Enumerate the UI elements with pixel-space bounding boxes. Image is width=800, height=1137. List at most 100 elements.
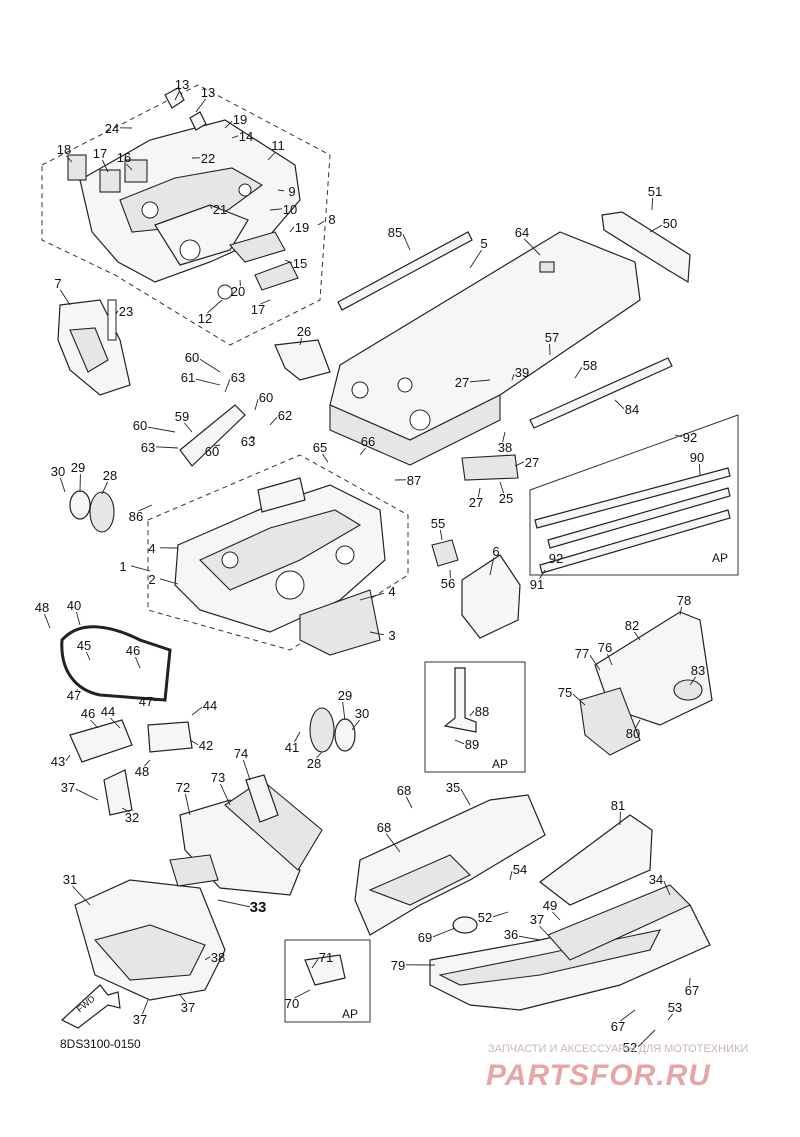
- callout-c19a: 19: [233, 112, 247, 127]
- callout-c15: 15: [293, 256, 307, 271]
- leader-c88: [470, 711, 474, 716]
- callout-c68a: 68: [397, 783, 411, 798]
- leader-c8: [318, 221, 324, 225]
- leader-c7: [60, 290, 70, 305]
- callout-c28b: 28: [307, 756, 321, 771]
- callout-c6: 6: [492, 544, 499, 559]
- boot-right: [310, 708, 355, 752]
- callout-c53: 53: [668, 1000, 682, 1015]
- callout-c3: 3: [388, 628, 395, 643]
- callout-c32: 32: [125, 810, 139, 825]
- callout-c36: 36: [504, 927, 518, 942]
- callout-c87: 87: [407, 473, 421, 488]
- callout-c40: 40: [67, 598, 81, 613]
- callout-c49: 49: [543, 898, 557, 913]
- leader-c63b: [156, 447, 178, 448]
- callout-c13a: 13: [175, 77, 189, 92]
- leader-c55: [440, 530, 442, 540]
- bracket-43: [70, 720, 132, 762]
- callout-c72: 72: [176, 780, 190, 795]
- callout-c5: 5: [480, 236, 487, 251]
- leader-c44a: [192, 707, 202, 715]
- lower-cowl-31: [75, 855, 225, 1000]
- callout-c60b: 60: [133, 418, 147, 433]
- callout-c71: 71: [319, 950, 333, 965]
- leader-c74: [243, 760, 250, 780]
- callout-c4a: 4: [148, 541, 155, 556]
- callout-c73: 73: [211, 770, 225, 785]
- callout-c92a: 92: [683, 430, 697, 445]
- callout-c74: 74: [234, 746, 248, 761]
- callout-c44a: 44: [203, 698, 217, 713]
- callout-c25: 25: [499, 491, 513, 506]
- callout-c37b: 37: [530, 912, 544, 927]
- callout-c17b: 17: [251, 302, 265, 317]
- callout-c38b: 38: [211, 950, 225, 965]
- leader-c50: [650, 225, 662, 232]
- callout-c1: 1: [119, 559, 126, 574]
- leader-c35: [461, 789, 470, 805]
- callout-c7: 7: [54, 276, 61, 291]
- callout-c27c: 27: [469, 495, 483, 510]
- leader-c43: [66, 755, 70, 761]
- panel-81: [540, 815, 652, 905]
- leader-c69: [433, 928, 455, 937]
- bracket-42: [148, 722, 192, 752]
- callout-c78: 78: [677, 593, 691, 608]
- callout-c63b: 63: [141, 440, 155, 455]
- boot-left: [70, 491, 114, 532]
- callout-c26: 26: [297, 324, 311, 339]
- leader-c65: [322, 454, 328, 462]
- callout-c60c: 60: [205, 444, 219, 459]
- callout-c11: 11: [271, 138, 285, 153]
- leader-c60d: [255, 399, 258, 410]
- callout-c92b: 92: [549, 551, 563, 566]
- callout-c14: 14: [239, 129, 253, 144]
- leader-c29b: [343, 702, 345, 720]
- leader-c37a: [76, 789, 98, 800]
- callout-c51: 51: [648, 184, 662, 199]
- leader-c60a: [200, 359, 220, 372]
- callout-c8: 8: [328, 212, 335, 227]
- callout-c63a: 63: [231, 370, 245, 385]
- callout-c65: 65: [313, 440, 327, 455]
- callout-c54: 54: [513, 862, 527, 877]
- callout-c47a: 47: [67, 688, 81, 703]
- callout-c31: 31: [63, 872, 77, 887]
- leader-c84: [615, 400, 624, 409]
- callout-c24: 24: [105, 121, 119, 136]
- front-frame-assembly: [68, 88, 300, 299]
- callout-c79: 79: [391, 958, 405, 973]
- leader-c90: [699, 464, 700, 475]
- watermark-logo: PARTSFOR.RU: [486, 1059, 711, 1092]
- leader-c51: [652, 198, 653, 210]
- leader-c45: [86, 652, 90, 660]
- callout-c39: 39: [515, 365, 529, 380]
- callout-c30a: 30: [51, 464, 65, 479]
- leader-c62: [270, 417, 277, 425]
- callout-c70: 70: [285, 996, 299, 1011]
- leader-c58: [575, 367, 582, 378]
- main-frame-assembly: [175, 478, 385, 655]
- callout-c29b: 29: [338, 688, 352, 703]
- callout-c61: 61: [181, 370, 195, 385]
- ap-label-slides: AP: [712, 551, 728, 565]
- leader-c60b: [148, 427, 175, 432]
- strip-84: [530, 358, 672, 428]
- leader-c85: [403, 234, 410, 250]
- leader-c89: [455, 740, 464, 744]
- leader-c52a: [493, 912, 508, 917]
- leader-c33: [218, 900, 250, 907]
- leader-c40: [76, 612, 80, 625]
- callout-c66: 66: [361, 434, 375, 449]
- callout-c42: 42: [199, 738, 213, 753]
- callout-c76: 76: [598, 640, 612, 655]
- ap-label-70: AP: [342, 1007, 358, 1021]
- callout-c33: 33: [250, 899, 267, 916]
- callout-c91: 91: [530, 577, 544, 592]
- callout-c10: 10: [283, 202, 297, 217]
- callout-c60d: 60: [259, 390, 273, 405]
- bracket-32: [104, 770, 132, 815]
- callout-c59: 59: [175, 409, 189, 424]
- callout-c12: 12: [198, 311, 212, 326]
